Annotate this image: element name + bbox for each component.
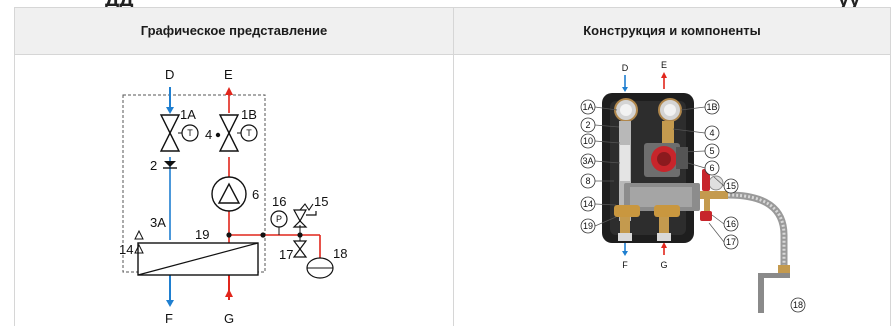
svg-text:1A: 1A (582, 102, 593, 112)
label-19: 19 (195, 227, 209, 242)
label-3a: 3A (150, 215, 166, 230)
svg-text:19: 19 (583, 221, 593, 231)
photo-label-e: E (661, 60, 667, 70)
hot-line (225, 87, 321, 300)
product-illustration: 1A 2 10 3A 8 14 19 1B 4 5 6 15 16 17 18 … (580, 60, 806, 313)
thermometer-t-right: T (246, 128, 252, 138)
cropped-heading-right: уу (838, 0, 860, 7)
photo-label-d: D (622, 63, 629, 73)
svg-text:16: 16 (726, 219, 736, 229)
label-15: 15 (314, 194, 328, 209)
svg-text:15: 15 (726, 181, 736, 191)
callout-15: 15 (723, 178, 739, 194)
flow-arrow-g (225, 289, 233, 297)
callout-1a: 1A (580, 99, 596, 115)
label-2: 2 (150, 158, 157, 173)
cropped-heading: ДД уу (0, 0, 893, 7)
label-d: D (165, 67, 174, 82)
svg-text:3A: 3A (582, 156, 593, 166)
pressure-gauge-16 (270, 210, 288, 235)
ball-valve-1b (215, 114, 258, 152)
column-divider (453, 7, 454, 326)
header-graphic-representation: Графическое представление (140, 23, 328, 38)
header-construction-components: Конструкция и компоненты (583, 23, 761, 38)
label-16: 16 (272, 194, 286, 209)
flow-arrow-d (166, 107, 174, 114)
svg-text:18: 18 (793, 300, 803, 310)
callout-5: 5 (704, 143, 720, 159)
air-vent-14 (134, 229, 144, 254)
callout-10: 10 (580, 133, 596, 149)
cold-line (166, 87, 174, 307)
label-6: 6 (252, 187, 259, 202)
svg-text:2: 2 (585, 120, 590, 130)
thermometer-t-left: T (187, 128, 193, 138)
label-f: F (165, 311, 173, 326)
flow-arrow-f (166, 300, 174, 307)
hydraulic-schematic: D E F G 1A 1B 2 4 6 3A 14 19 16 15 17 18… (119, 67, 347, 326)
arrow-f-icon (622, 251, 628, 256)
label-4: 4 (205, 127, 212, 142)
svg-text:14: 14 (583, 199, 593, 209)
arrow-d-icon (622, 87, 628, 92)
ball-valve-1a (159, 114, 199, 152)
photo-label-g: G (660, 260, 667, 270)
arrow-e-icon (661, 72, 667, 78)
label-14: 14 (119, 242, 133, 257)
check-valve-2 (163, 161, 177, 169)
heat-exchanger-19 (137, 232, 303, 276)
safety-valve (702, 169, 710, 191)
photo-label-f: F (622, 260, 628, 270)
svg-text:6: 6 (709, 163, 714, 173)
svg-text:10: 10 (583, 136, 593, 146)
label-g: G (224, 311, 234, 326)
safety-valve-15 (292, 203, 317, 235)
components-table: Графическое представление Конструкция и … (14, 7, 891, 326)
cropped-heading-left: ДД (105, 0, 134, 7)
callout-18: 18 (790, 297, 806, 313)
callout-19: 19 (580, 218, 596, 234)
arrow-g-icon (661, 242, 667, 248)
wall-bracket (758, 273, 790, 278)
callout-8: 8 (580, 173, 596, 189)
label-1b: 1B (241, 107, 257, 122)
safety-group (700, 191, 728, 199)
expansion-vessel-18 (306, 257, 334, 279)
svg-text:1B: 1B (706, 102, 717, 112)
pump-icon (211, 176, 247, 212)
callout-4: 4 (704, 125, 720, 141)
pressure-p: P (276, 214, 282, 224)
callout-17: 17 (723, 234, 739, 250)
label-e: E (224, 67, 233, 82)
callout-16: 16 (723, 216, 739, 232)
label-17: 17 (279, 247, 293, 262)
label-18: 18 (333, 246, 347, 261)
callout-1b: 1B (704, 99, 720, 115)
svg-text:5: 5 (709, 146, 714, 156)
table-header-row: Графическое представление Конструкция и … (15, 7, 890, 55)
callout-14: 14 (580, 196, 596, 212)
svg-text:4: 4 (709, 128, 714, 138)
svg-text:17: 17 (726, 237, 736, 247)
drain-valve-17 (292, 235, 308, 258)
flow-arrow-e (225, 87, 233, 95)
flex-hose (727, 191, 788, 267)
svg-text:8: 8 (585, 176, 590, 186)
callout-2: 2 (580, 117, 596, 133)
label-1a: 1A (180, 107, 196, 122)
callout-6: 6 (704, 160, 720, 176)
callout-3a: 3A (580, 153, 596, 169)
